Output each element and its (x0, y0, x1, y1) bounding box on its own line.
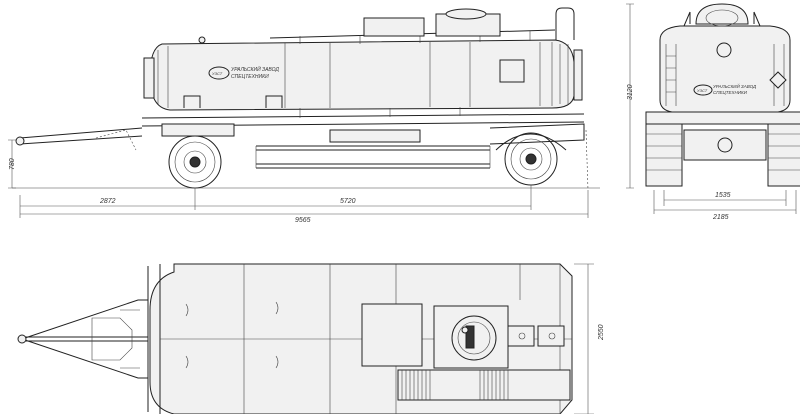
rear-view: УЗСТ УРАЛЬСКИЙ ЗАВОД СПЕЦТЕХНИКИ 3120 15… (626, 3, 800, 221)
svg-text:УЗСТ: УЗСТ (697, 88, 708, 93)
side-logo-line2: СПЕЦТЕХНИКИ (231, 74, 269, 80)
rear-logo-line2: СПЕЦТЕХНИКИ (713, 90, 748, 95)
side-rear-wheel (504, 132, 558, 186)
side-logo-line1: УРАЛЬСКИЙ ЗАВОД (231, 65, 279, 73)
side-view: УЗСТ УРАЛЬСКИЙ ЗАВОД СПЕЦТЕХНИКИ (8, 7, 600, 224)
top-view: 2550 (17, 263, 605, 415)
dim-overall-width: 2185 (712, 214, 729, 221)
dim-axle-to-rear: 5720 (340, 198, 356, 205)
rear-logo-line1: УРАЛЬСКИЙ ЗАВОД (713, 82, 757, 89)
dim-track-width: 1535 (715, 192, 731, 199)
dim-side-height: 780 (9, 158, 16, 170)
dim-drawbar-to-axle: 2872 (99, 198, 116, 205)
svg-text:УЗСТ: УЗСТ (212, 71, 223, 76)
side-front-wheel (168, 135, 222, 189)
dim-front-height: 3120 (627, 84, 634, 100)
dim-overall-length: 9565 (295, 217, 311, 224)
dim-top-width: 2550 (598, 324, 605, 341)
